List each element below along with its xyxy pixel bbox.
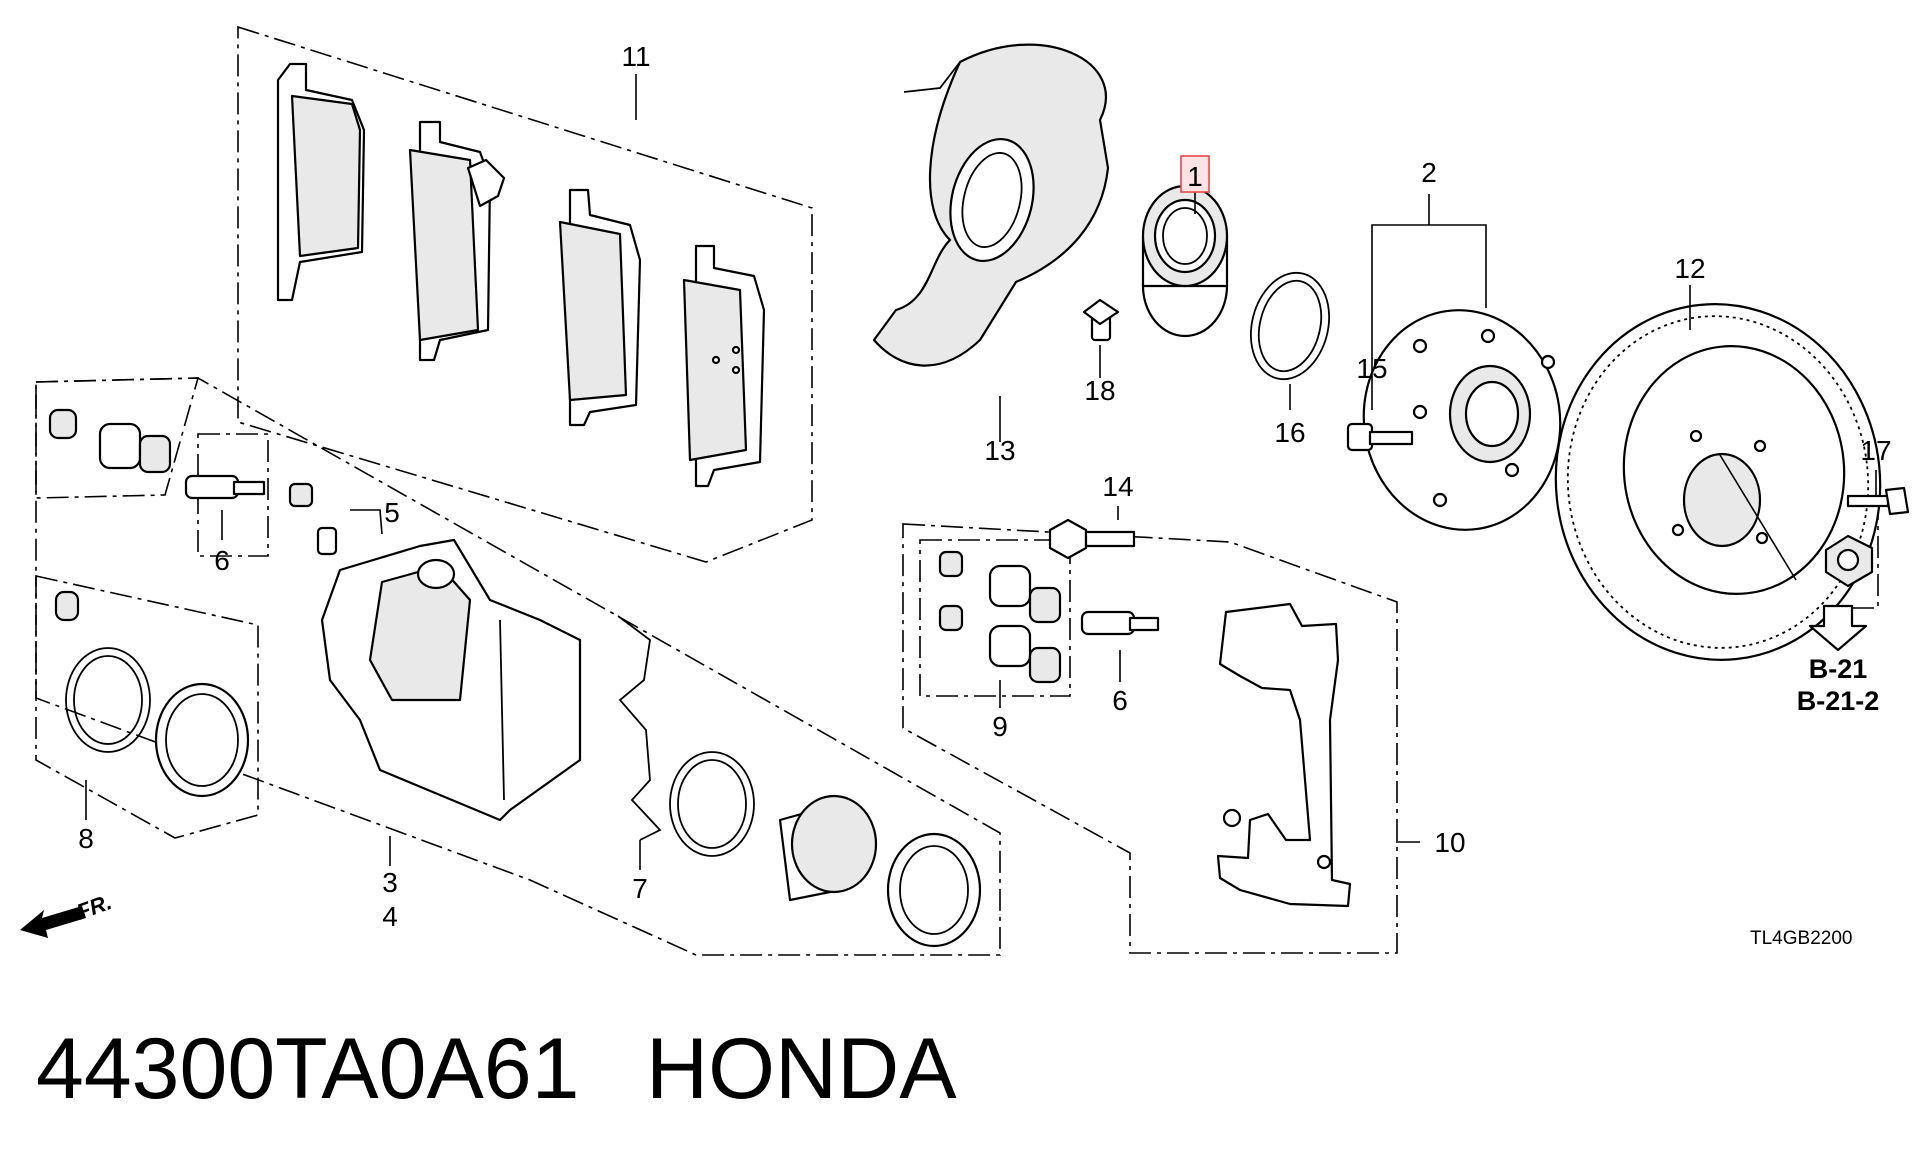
callout-2[interactable]: 2: [1421, 157, 1437, 188]
part-number: 44300TA0A61: [36, 1021, 580, 1117]
pin-boot-group-outline: [35, 377, 200, 499]
callout-6-caliper[interactable]: 6: [214, 545, 230, 576]
pin-boots: [48, 408, 266, 500]
caliper-assy-outline: [35, 377, 1001, 956]
bracket-assy-outline: [902, 523, 1398, 954]
reference-b21-2[interactable]: B-21-2: [1797, 686, 1880, 716]
callout-10[interactable]: 10: [1434, 827, 1465, 858]
pad-spring-7: [617, 615, 662, 841]
callout-6-bracket[interactable]: 6: [1112, 685, 1128, 716]
callouts: 1 2 3 4 5 6 6 7 8 9 10 11 12 13 14 15 16…: [78, 41, 1891, 932]
bleeder-screws-5: [288, 482, 338, 556]
highlight-box: [1180, 155, 1210, 193]
leader-lines: [85, 74, 1877, 870]
bracket-bolt-14: [1048, 518, 1136, 560]
callout-13[interactable]: 13: [984, 435, 1015, 466]
pin-group-outline: [197, 433, 269, 557]
callout-17[interactable]: 17: [1860, 435, 1891, 466]
hub-stud-15: [1346, 422, 1414, 452]
callout-14[interactable]: 14: [1102, 471, 1133, 502]
seal-kit-outline: [35, 575, 259, 839]
callout-8[interactable]: 8: [78, 823, 94, 854]
caliper-body: [320, 538, 582, 822]
callout-4[interactable]: 4: [382, 901, 398, 932]
callout-12[interactable]: 12: [1674, 253, 1705, 284]
callout-5[interactable]: 5: [384, 497, 400, 528]
disc-screw-17: [1824, 486, 1910, 588]
hub: [1362, 309, 1562, 531]
bolt-18: [1082, 298, 1120, 342]
callout-15[interactable]: 15: [1356, 353, 1387, 384]
bracket-pin-kit: [938, 550, 1062, 684]
diagram-code: TL4GB2200: [1750, 928, 1852, 949]
brand-name: HONDA: [646, 1021, 957, 1117]
brake-disc: [1554, 303, 1882, 661]
wheel-bearing: [1141, 184, 1229, 338]
caliper-bracket: [1216, 602, 1352, 908]
reference-b21[interactable]: B-21: [1809, 654, 1868, 684]
callout-3[interactable]: 3: [382, 867, 398, 898]
snap-ring: [1249, 271, 1331, 381]
callout-7[interactable]: 7: [632, 873, 648, 904]
callout-11[interactable]: 11: [621, 41, 650, 72]
callout-9[interactable]: 9: [992, 711, 1008, 742]
front-direction-marker: FR.: [20, 889, 115, 938]
bracket-pin-group-outline: [919, 539, 1071, 697]
brake-pads: [276, 62, 766, 488]
callout-16[interactable]: 16: [1274, 417, 1305, 448]
seal-kit: [54, 590, 250, 798]
reference-arrow: [1808, 604, 1868, 652]
front-label: FR.: [73, 889, 115, 925]
dust-shield: [872, 43, 1110, 367]
bracket-pin-6: [1080, 610, 1160, 636]
callout-18[interactable]: 18: [1084, 375, 1115, 406]
callout-1[interactable]: 1: [1187, 161, 1203, 192]
pads-group-outline: [237, 25, 813, 563]
front-arrow-icon: [20, 906, 86, 938]
piston-kit: [669, 751, 982, 948]
